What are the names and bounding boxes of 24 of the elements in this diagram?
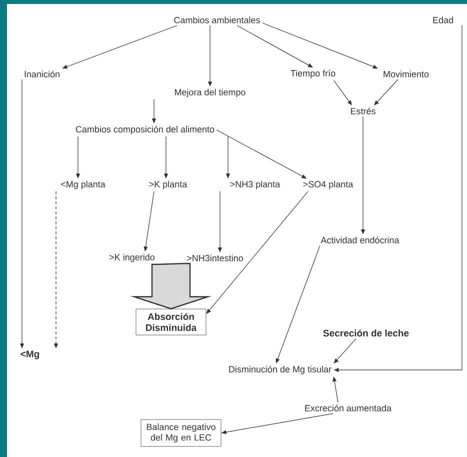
- block-arrow: [130, 262, 212, 310]
- arrow: [262, 22, 378, 69]
- text-label: Secreción de leche: [323, 329, 409, 337]
- text-label: >K planta: [149, 180, 188, 190]
- text-label: Disminución de Mg tisular: [229, 366, 332, 374]
- text-box: Absorción Disminuida: [136, 308, 206, 336]
- text-label: >K ingerido: [110, 254, 154, 262]
- text-label: Cambios ambientales: [174, 16, 260, 24]
- text-label: Mejora del tiempo: [174, 88, 246, 98]
- text-label: Movimiento: [384, 70, 429, 78]
- text-box: Balance negativo del Mg en LEC: [140, 419, 222, 447]
- arrow: [206, 191, 308, 314]
- text-label: Edad: [433, 16, 453, 24]
- text-label: <Mg planta: [61, 180, 106, 190]
- text-label: >NH3intestino: [187, 254, 243, 262]
- text-label: Actividad endócrina: [320, 236, 400, 244]
- text-label: Estrés: [350, 108, 376, 114]
- text-label: >NH3 planta: [230, 180, 280, 190]
- text-label: Inanición: [24, 70, 60, 78]
- text-label: Cambios composición del alimento: [76, 126, 214, 134]
- text-label: >SO4 planta: [303, 180, 354, 190]
- text-label: <Mg: [20, 350, 39, 360]
- text-label: Tiempo frío: [290, 70, 336, 78]
- text-label: Excreción aumentada: [305, 404, 392, 412]
